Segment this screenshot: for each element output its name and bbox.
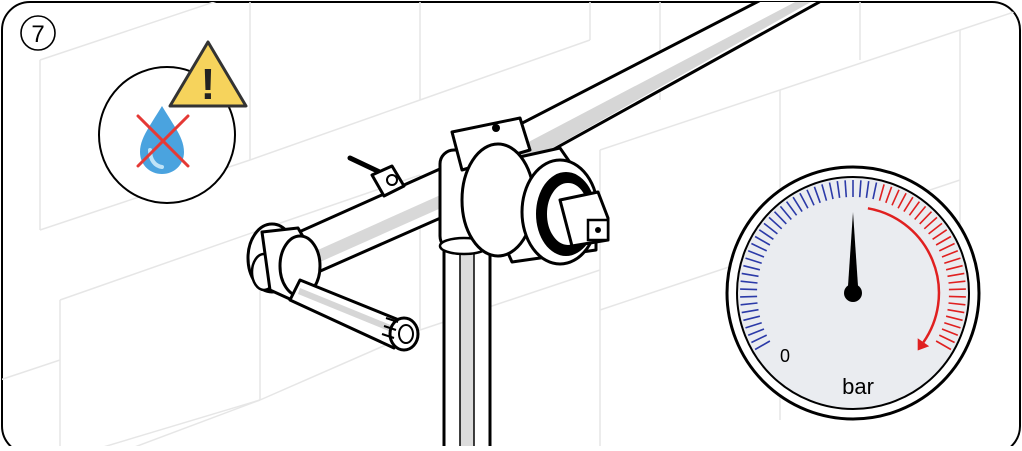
vertical-pipe bbox=[442, 236, 492, 451]
warning-exclamation: ! bbox=[201, 60, 216, 109]
gauge-tick bbox=[938, 242, 955, 252]
gauge-tick bbox=[763, 222, 778, 235]
gauge-tick bbox=[844, 180, 848, 198]
warning-triangle-icon: ! bbox=[168, 40, 248, 109]
gauge-tick bbox=[928, 222, 943, 235]
gauge-zero-label: 0 bbox=[780, 346, 790, 366]
gauge-tick bbox=[872, 182, 878, 200]
gauge-tick bbox=[743, 315, 761, 322]
gauge-tick bbox=[944, 321, 961, 329]
gauge-tick bbox=[792, 196, 803, 213]
valve-body bbox=[460, 142, 610, 266]
gauge-unit-label: bar bbox=[842, 374, 874, 399]
gauge-tick bbox=[945, 315, 963, 322]
gauge-needle bbox=[848, 212, 858, 293]
pressure-gauge: 0 bar bbox=[725, 165, 981, 421]
gauge-tick bbox=[947, 308, 965, 314]
gauge-tick bbox=[745, 321, 762, 329]
gauge-arrow bbox=[867, 207, 941, 344]
gauge-tick bbox=[941, 328, 959, 337]
gauge-tick bbox=[858, 180, 862, 198]
gauge-tick bbox=[865, 180, 870, 199]
gauge-tick bbox=[754, 340, 771, 351]
gauge-tick bbox=[754, 235, 771, 246]
gauge-tick bbox=[897, 192, 907, 209]
gauge-tick bbox=[741, 308, 759, 314]
outlet-pipe bbox=[288, 278, 420, 352]
gauge-tick bbox=[932, 229, 948, 240]
gauge-tick bbox=[768, 216, 783, 230]
gauge-tick bbox=[935, 340, 952, 351]
gauge-tick bbox=[773, 211, 787, 225]
gauge-tick bbox=[806, 189, 815, 206]
gauge-tick bbox=[836, 180, 841, 199]
gauge-tick bbox=[821, 184, 828, 201]
gauge-ticks bbox=[740, 180, 966, 351]
gauge-tick bbox=[813, 186, 821, 204]
gauge-tick bbox=[903, 196, 914, 213]
gauge-tick bbox=[878, 184, 885, 201]
cross-icon bbox=[136, 114, 190, 168]
gauge-tick bbox=[779, 205, 792, 221]
gauge-tick bbox=[747, 328, 765, 337]
pipe-clip-screw bbox=[347, 155, 406, 198]
pipe-assembly bbox=[246, 2, 852, 451]
gauge-tick bbox=[745, 257, 762, 265]
gauge-tick bbox=[948, 302, 966, 306]
gauge-tick bbox=[919, 211, 933, 225]
warning-no-water: ! bbox=[98, 40, 248, 204]
gauge-tick bbox=[740, 302, 758, 306]
gauge-hub bbox=[844, 284, 862, 302]
gauge-tick bbox=[941, 249, 959, 258]
gauge-tick bbox=[740, 280, 758, 284]
gauge-tick bbox=[948, 295, 966, 298]
gauge-tick bbox=[799, 192, 809, 209]
gauge-tick bbox=[948, 288, 966, 291]
gauge-tick bbox=[947, 272, 965, 278]
step-number: 7 bbox=[31, 21, 44, 48]
gauge-tick bbox=[740, 288, 758, 291]
gauge-tick bbox=[747, 249, 765, 258]
gauge-tick bbox=[935, 235, 952, 246]
gauge-tick bbox=[948, 280, 966, 284]
gauge-tick bbox=[751, 334, 768, 344]
gauge-tick bbox=[908, 201, 921, 216]
gauge-tick bbox=[785, 201, 798, 216]
gauge-tick bbox=[758, 229, 774, 240]
gauge-tick bbox=[743, 264, 761, 271]
gauge-tick bbox=[885, 186, 893, 204]
gauge-tick bbox=[751, 242, 768, 252]
gauge-tick bbox=[828, 182, 834, 200]
gauge-arrowhead bbox=[917, 338, 930, 351]
gauge-tick bbox=[740, 295, 758, 298]
gauge-tick bbox=[944, 257, 961, 265]
gauge-tick bbox=[945, 264, 963, 271]
gauge-tick bbox=[938, 334, 955, 344]
gauge-tick bbox=[914, 205, 927, 221]
gauge-tick bbox=[891, 189, 900, 206]
step-number-badge: 7 bbox=[20, 15, 56, 51]
gauge-tick bbox=[741, 272, 759, 278]
gauge-tick bbox=[923, 216, 938, 230]
